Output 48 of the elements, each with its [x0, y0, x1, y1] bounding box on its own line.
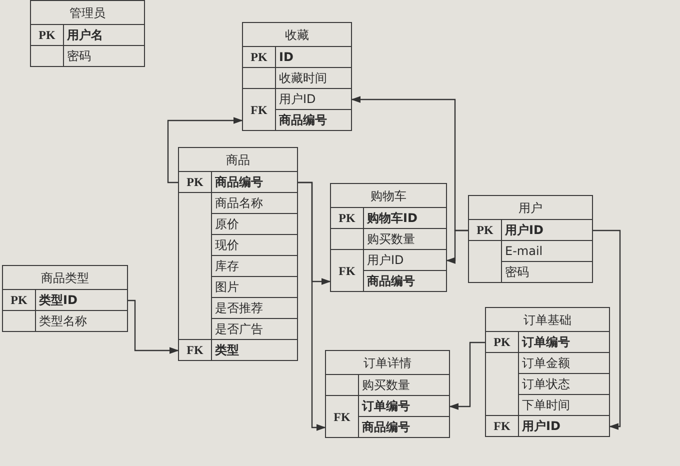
relationship-arrow: [297, 182, 326, 431]
field-name: 现价: [179, 235, 297, 256]
entity-table: [242, 22, 352, 131]
relationship-arrow: [592, 230, 621, 430]
table-title: 商品类型: [3, 266, 127, 290]
relationship-arrow: [127, 300, 179, 354]
entity-table: [30, 0, 145, 67]
field-name: 订单金额: [486, 353, 609, 374]
field-name: 订单状态: [486, 374, 609, 395]
key-label: PK: [476, 222, 494, 239]
key-label: FK: [492, 418, 512, 435]
table-title: 用户: [469, 196, 592, 220]
field-name: 密码: [469, 262, 592, 283]
field-name: 下单时间: [486, 395, 609, 416]
field-name: 购买数量: [326, 375, 449, 396]
field-name: 是否推荐: [179, 298, 297, 319]
field-name: 购买数量: [331, 229, 446, 250]
entity-table: [485, 307, 610, 437]
field-name: 图片: [179, 277, 297, 298]
entity-table: [468, 195, 593, 283]
field-name: 类型名称: [3, 311, 127, 332]
key-label: PK: [250, 49, 268, 66]
key-label: PK: [186, 174, 204, 191]
table-title: 购物车: [331, 184, 446, 208]
key-label: FK: [186, 342, 204, 359]
field-name: 密码: [31, 46, 144, 67]
field-name: 原价: [179, 214, 297, 235]
key-label: PK: [492, 334, 512, 351]
field-name: 库存: [179, 256, 297, 277]
relationship-arrow: [449, 342, 486, 410]
entity-table: [325, 350, 450, 438]
field-name: 是否广告: [179, 319, 297, 340]
entity-table: [178, 147, 298, 361]
relationship-arrow: [167, 117, 243, 184]
key-label: PK: [38, 27, 56, 44]
key-label: PK: [338, 210, 356, 227]
field-name: E-mail: [469, 241, 592, 262]
field-name: 商品名称: [179, 193, 297, 214]
relationship-arrow: [446, 230, 469, 264]
field-name: 收藏时间: [243, 68, 351, 89]
table-title: 收藏: [243, 23, 351, 47]
table-title: 订单基础: [486, 308, 609, 332]
entity-table: [330, 183, 447, 292]
table-title: 订单详情: [326, 351, 449, 375]
entity-table: [2, 265, 128, 332]
table-title: 商品: [179, 148, 297, 172]
key-label: PK: [10, 292, 28, 309]
table-title: 管理员: [31, 1, 144, 25]
